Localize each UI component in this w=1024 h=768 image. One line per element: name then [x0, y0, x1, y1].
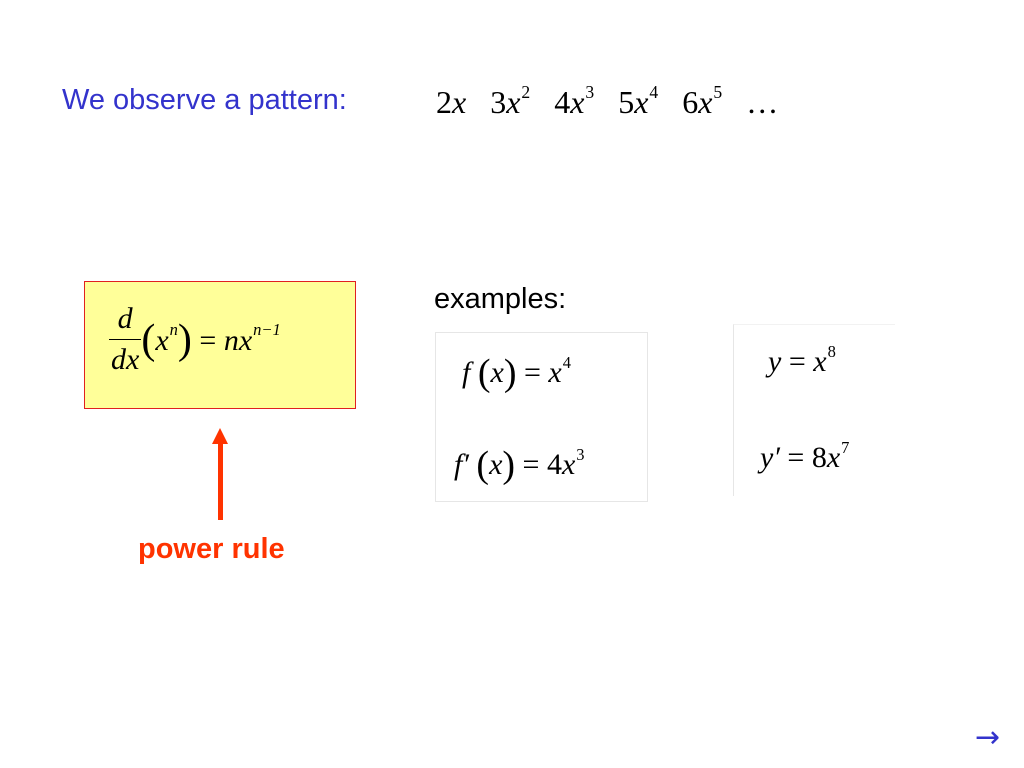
pattern-term: 6x5: [682, 82, 723, 120]
derivative-equation: f′ (x) = 4x3: [454, 444, 585, 486]
power-rule-label: power rule: [138, 533, 285, 565]
pattern-term: 4x3: [554, 82, 595, 120]
pattern-term: 5x4: [618, 82, 659, 120]
up-arrow-icon: [212, 428, 228, 444]
next-slide-arrow-icon[interactable]: →: [975, 720, 1001, 755]
pattern-term: 2x: [436, 84, 467, 120]
arrow-shaft: [218, 442, 223, 520]
example-box-1: f (x) = x4 f′ (x) = 4x3: [435, 332, 648, 502]
pattern-ellipsis: …: [746, 84, 779, 120]
y-derivative-equation: y′ = 8x7: [760, 437, 850, 474]
derivative-operator: d dx: [109, 302, 142, 376]
pattern-sequence: 2x 3x2 4x3 5x4 6x5 …: [436, 82, 794, 121]
pattern-term: 3x2: [490, 82, 531, 120]
power-rule-box: d dx (xn) = nxn−1: [84, 281, 356, 409]
example-box-2: y = x8 y′ = 8x7: [733, 324, 895, 496]
function-equation: f (x) = x4: [462, 352, 571, 394]
pattern-label: We observe a pattern:: [62, 84, 347, 116]
power-rule-formula: d dx (xn) = nxn−1: [109, 302, 281, 376]
y-equation: y = x8: [768, 341, 836, 378]
examples-label: examples:: [434, 283, 567, 315]
